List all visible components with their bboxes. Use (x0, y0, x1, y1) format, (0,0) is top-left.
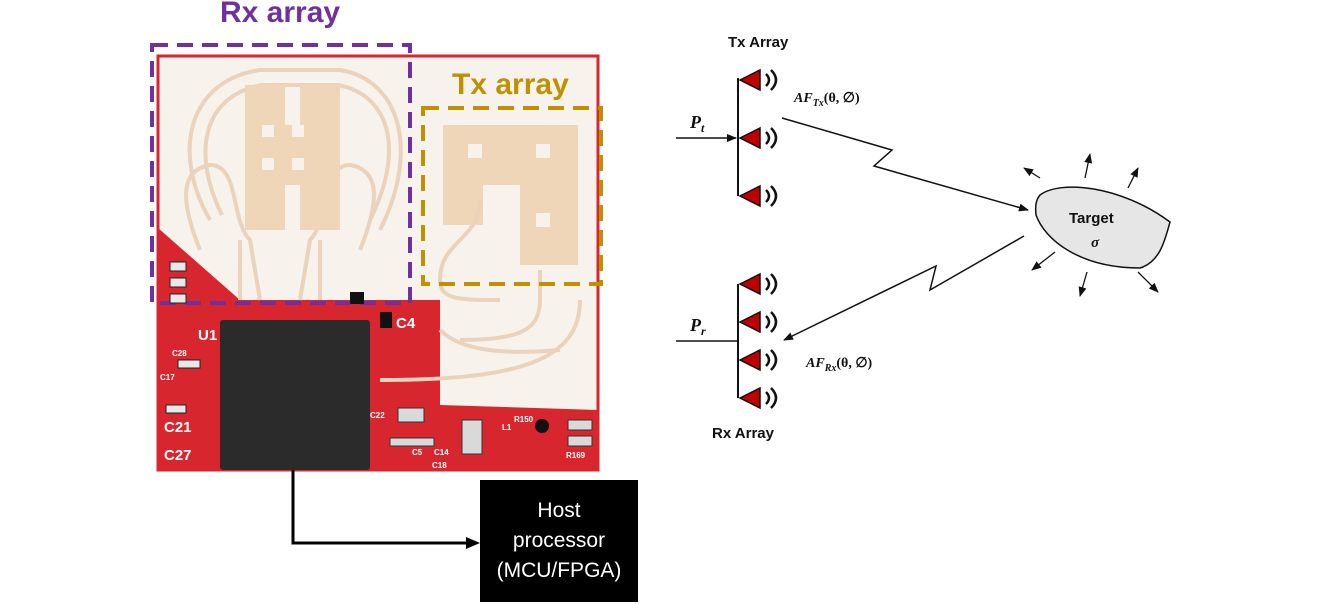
rx-element-1 (738, 272, 778, 296)
pr-label: Pr (689, 315, 706, 338)
tx-array-dashed-box (421, 106, 603, 286)
rx-element-3 (738, 348, 778, 372)
silk-c4: C4 (396, 315, 416, 332)
tx-element-3 (738, 184, 778, 208)
silk-c17: C17 (160, 373, 175, 382)
scatter-arrows (1023, 153, 1159, 297)
target-label: Target (1069, 210, 1114, 227)
pt-label: Pt (689, 112, 705, 135)
silk-l1: L1 (502, 423, 512, 432)
host-processor-box: Host processor (MCU/FPGA) (480, 480, 638, 602)
silk-r169: R169 (566, 451, 586, 460)
pcb-board: U1 C4 C28 C17 C21 C27 C22 R150 L1 C5 C14… (150, 43, 603, 549)
tx-antenna-traces (379, 199, 582, 382)
silk-r150: R150 (514, 415, 534, 424)
target-shape (1034, 186, 1171, 269)
rx-array-dashed-box (150, 43, 412, 305)
tx-element-1 (738, 68, 778, 92)
host-line-2: processor (512, 529, 606, 552)
host-connector-arrowhead (466, 537, 480, 549)
host-connector-line (291, 470, 470, 545)
af-tx-label: AFTx(θ, ∅) (793, 91, 860, 109)
silk-c14: C14 (434, 448, 449, 457)
silk-c5: C5 (412, 448, 423, 457)
rx-beam-zigzag (783, 235, 1025, 341)
rx-array-label: Rx array (220, 0, 341, 29)
rx-array-title: Rx Array (712, 425, 775, 442)
silk-u1: U1 (198, 327, 217, 344)
tx-patch-slots (468, 144, 550, 227)
silk-c22: C22 (370, 411, 385, 420)
tx-antenna-patches (443, 125, 578, 265)
rx-patch-slots (262, 125, 304, 170)
target-sigma: σ (1091, 235, 1100, 251)
rx-element-4 (738, 386, 778, 410)
tx-array-label: Tx array (452, 68, 569, 101)
tx-element-2 (738, 126, 778, 150)
radar-diagram: Tx Array Pt AFTx(θ, ∅) Target σ (676, 34, 1171, 442)
host-line-3: (MCU/FPGA) (496, 559, 622, 582)
silk-c21: C21 (164, 419, 192, 436)
rx-element-2 (738, 310, 778, 334)
rx-antenna-traces (184, 68, 403, 301)
silk-c18: C18 (432, 461, 447, 470)
silk-c27: C27 (164, 447, 192, 464)
tx-beam-zigzag (781, 117, 1029, 212)
right-components (389, 407, 593, 455)
tx-array-title: Tx Array (728, 34, 789, 51)
silk-c28: C28 (172, 349, 187, 358)
radar-chip (220, 320, 370, 470)
host-line-1: Host (537, 499, 581, 522)
af-rx-label: AFRx(θ, ∅) (805, 356, 873, 374)
left-components (165, 261, 201, 414)
